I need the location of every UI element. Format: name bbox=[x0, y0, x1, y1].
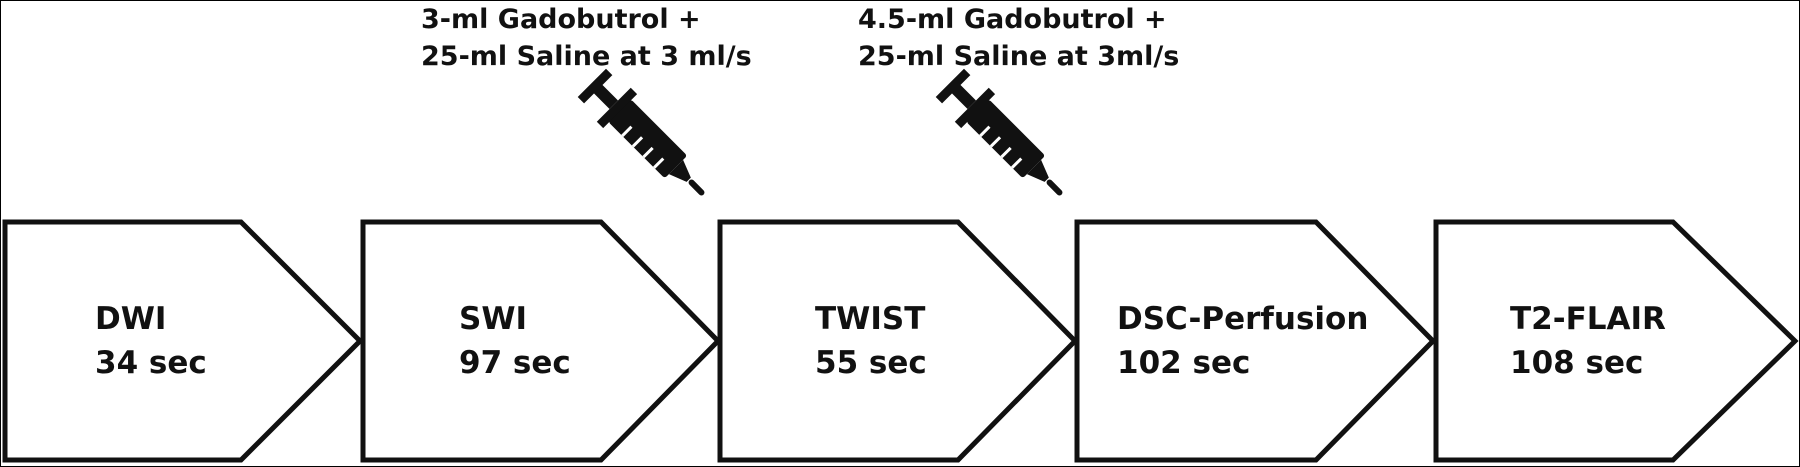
step-dsc-perfusion-label: DSC-Perfusion 102 sec bbox=[1117, 297, 1368, 385]
syringe-icon bbox=[935, 68, 1063, 196]
syringe-icon bbox=[577, 68, 705, 196]
step-dwi-label: DWI 34 sec bbox=[95, 297, 207, 385]
injection-2-line-2: 25-ml Saline at 3ml/s bbox=[858, 41, 1180, 72]
step-dwi-chevron bbox=[2, 219, 364, 463]
step-duration: 97 sec bbox=[459, 345, 571, 381]
step-t2-flair-label: T2-FLAIR 108 sec bbox=[1510, 297, 1666, 385]
step-t2-flair-chevron bbox=[1433, 219, 1799, 463]
step-twist-chevron bbox=[717, 219, 1079, 463]
step-dsc-perfusion-chevron bbox=[1074, 219, 1437, 463]
step-name: TWIST bbox=[815, 301, 926, 337]
step-duration: 108 sec bbox=[1510, 345, 1644, 381]
step-duration: 55 sec bbox=[815, 345, 927, 381]
step-name: SWI bbox=[459, 301, 528, 337]
step-twist-label: TWIST 55 sec bbox=[815, 297, 927, 385]
step-duration: 34 sec bbox=[95, 345, 207, 381]
step-name: DSC-Perfusion bbox=[1117, 301, 1369, 337]
step-duration: 102 sec bbox=[1117, 345, 1251, 381]
step-swi-label: SWI 97 sec bbox=[459, 297, 571, 385]
injection-annotation-1: 3-ml Gadobutrol + 25-ml Saline at 3 ml/s bbox=[421, 1, 752, 75]
step-swi-chevron bbox=[360, 219, 722, 463]
injection-1-line-1: 3-ml Gadobutrol + bbox=[421, 4, 701, 35]
step-name: DWI bbox=[95, 301, 167, 337]
injection-1-line-2: 25-ml Saline at 3 ml/s bbox=[421, 41, 752, 72]
injection-annotation-2: 4.5-ml Gadobutrol + 25-ml Saline at 3ml/… bbox=[858, 1, 1179, 75]
step-name: T2-FLAIR bbox=[1510, 301, 1666, 337]
injection-2-line-1: 4.5-ml Gadobutrol + bbox=[858, 4, 1167, 35]
